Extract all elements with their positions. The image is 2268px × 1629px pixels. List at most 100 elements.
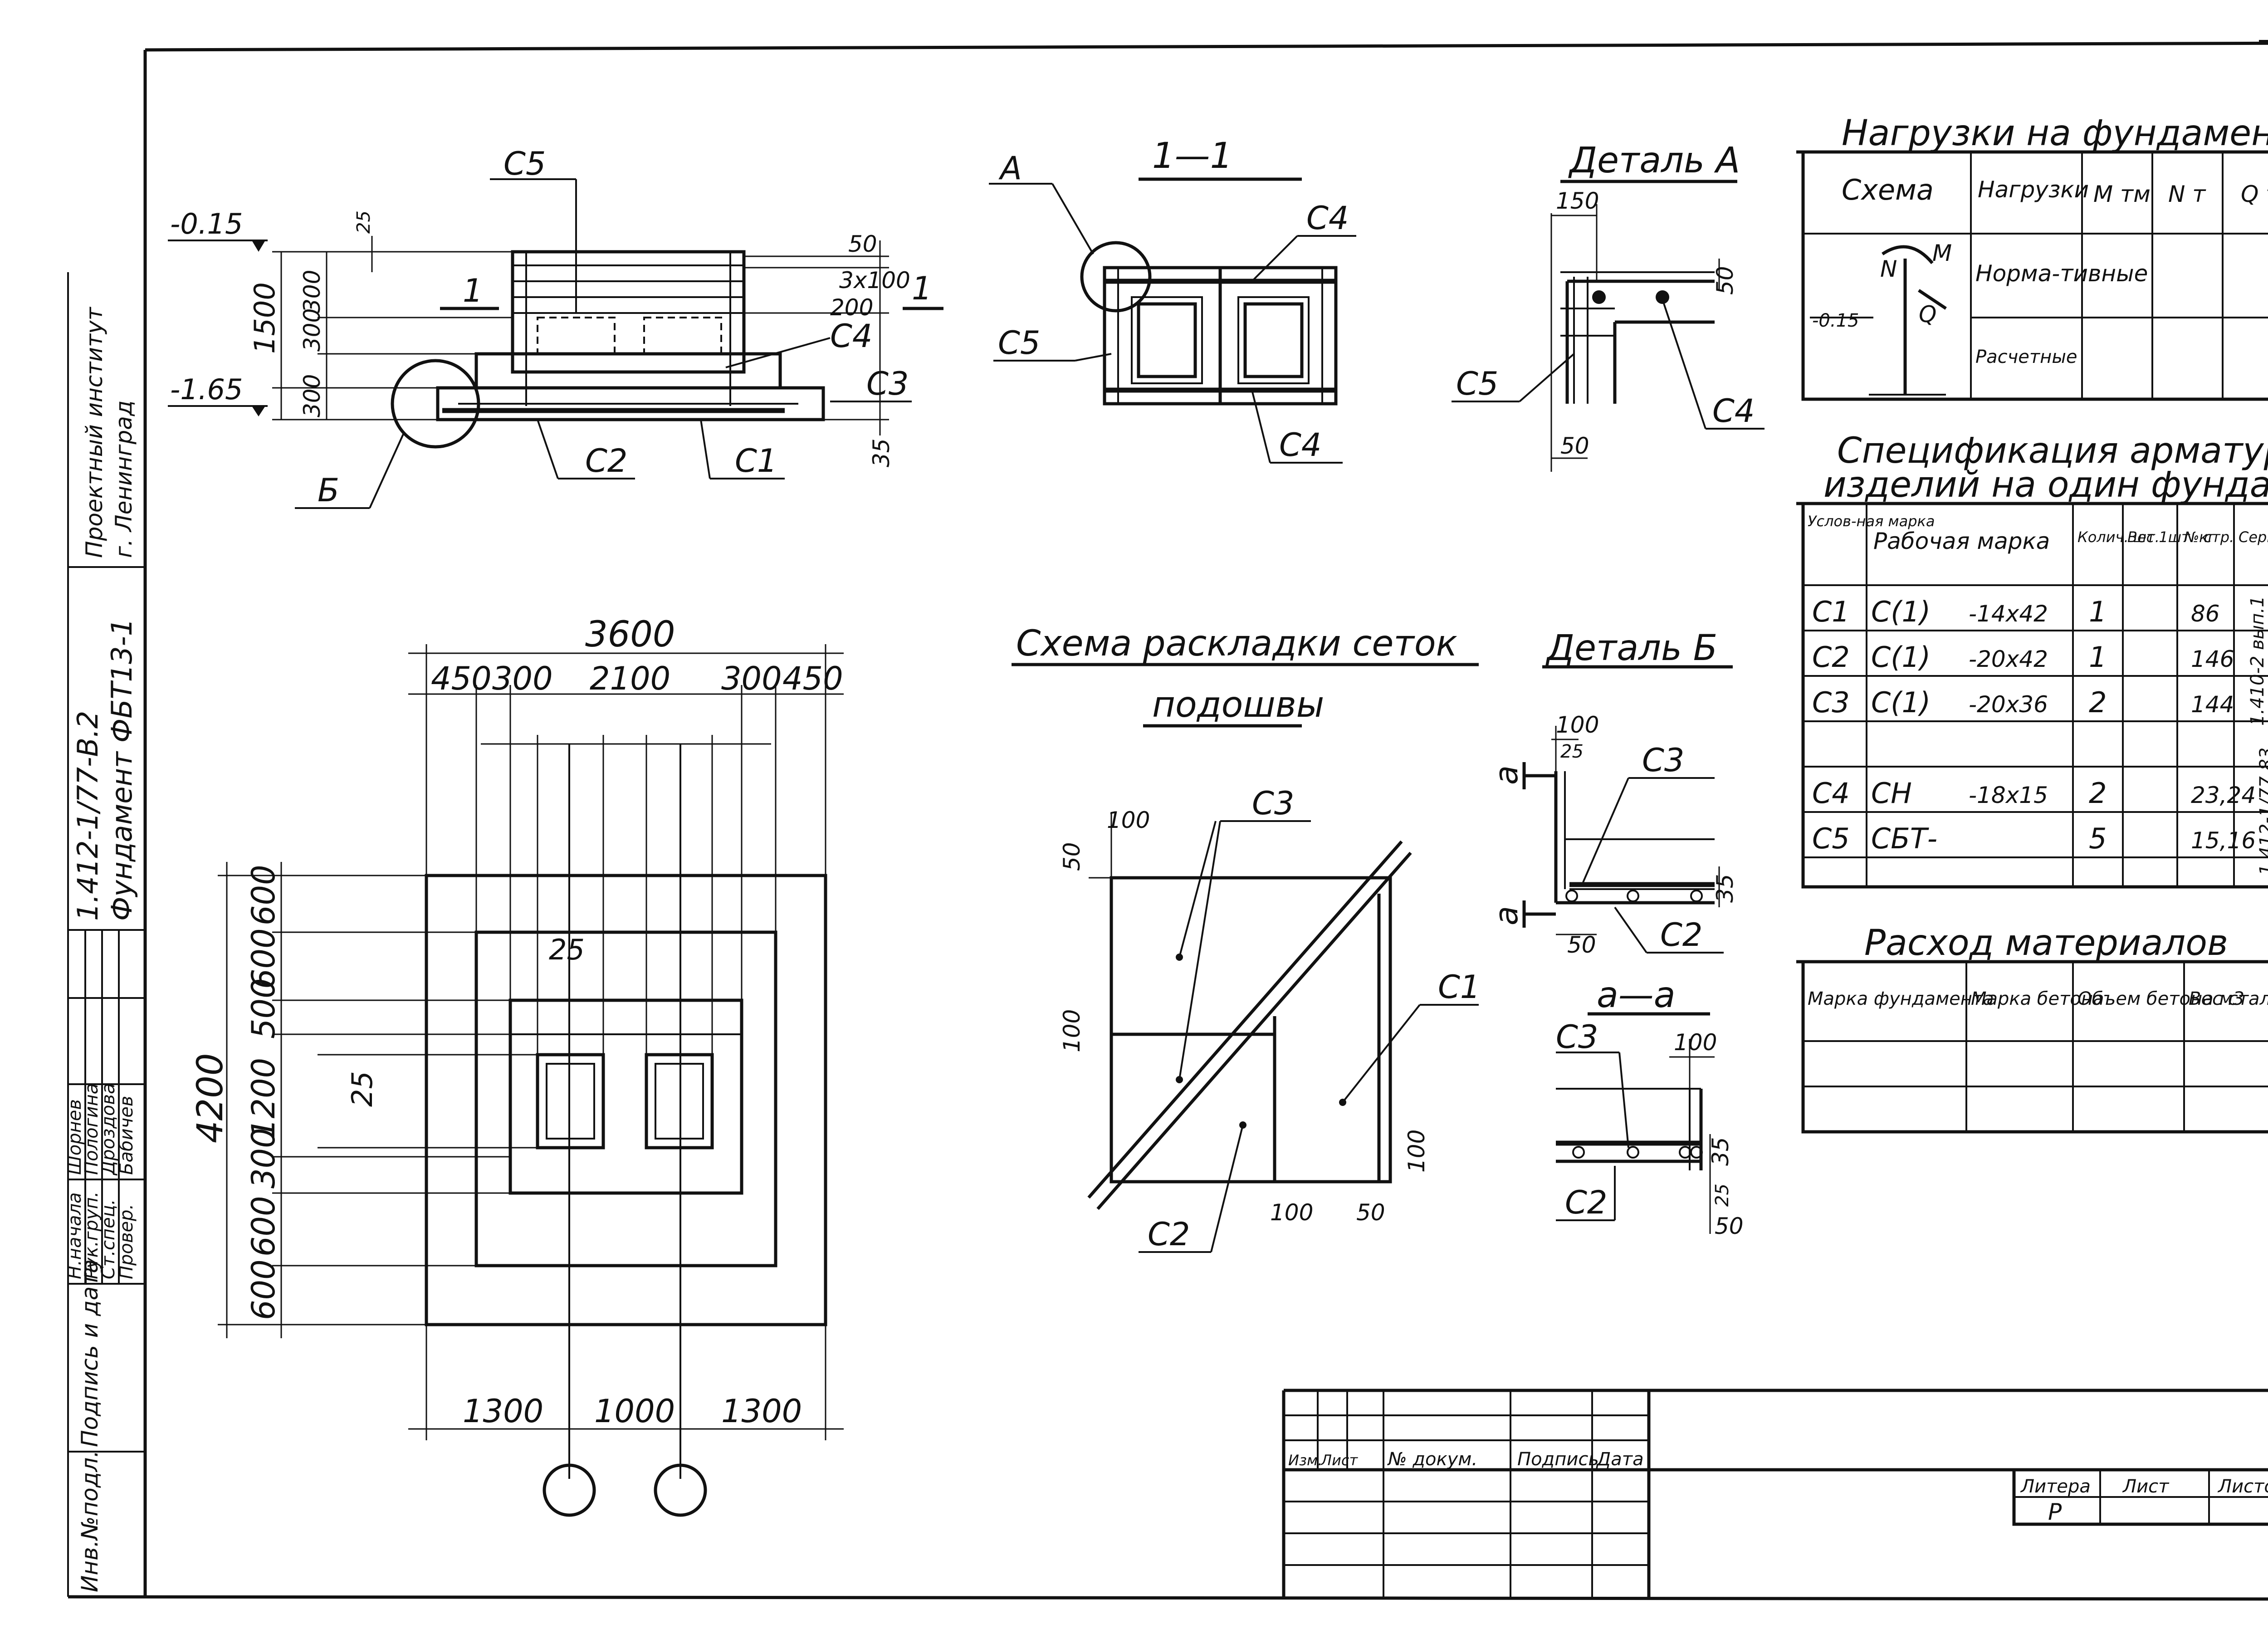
dim-300c: 300 — [299, 374, 325, 417]
section-a-a-dim-50: 50 — [1715, 1213, 1744, 1239]
mesh-dim-100-left: 100 — [1059, 1009, 1085, 1052]
section-a-a-label-c3: С3 — [1556, 1018, 1598, 1056]
detail-b-dim-100: 100 — [1556, 712, 1599, 738]
name-4: Бабичев — [116, 1096, 137, 1175]
mesh-title-2: подошвы — [1152, 685, 1324, 725]
name-2: Пологина — [81, 1083, 102, 1175]
scheme-label-q: Q — [1919, 301, 1936, 328]
svg-text:С(1): С(1) — [1871, 641, 1931, 674]
detail-b-cut-bottom: а — [1488, 906, 1525, 925]
cut-mark-right: 1 — [912, 270, 932, 307]
detail-a-label-c5: С5 — [1456, 365, 1498, 402]
materials-table: Расход материалов Марка фундамента Марка… — [1796, 923, 2268, 1134]
sheet-frame: 61 — [68, 40, 2268, 1601]
side-stamp: Проектный институт г. Ленинград 1.412-1/… — [64, 272, 145, 1597]
mesh-dim-100-top: 100 — [1107, 807, 1150, 833]
dim-1500: 1500 — [248, 282, 281, 354]
section-a-a-dim-25: 25 — [1712, 1184, 1733, 1207]
plan-dim-1300-right: 1300 — [721, 1393, 802, 1430]
plan-dim-500: 500 — [245, 978, 282, 1039]
detail-b-cut-top: а — [1488, 765, 1525, 785]
spec-header-cond: Услов-ная марка — [1808, 513, 1935, 530]
plan-dim-300-right: 300 — [721, 660, 782, 697]
org-line2: г. Ленинград — [111, 400, 137, 558]
plan-dim-25-top: 25 — [549, 933, 585, 966]
loads-table-title: Нагрузки на фундамент — [1842, 113, 2268, 154]
detail-a-dim-50-bottom: 50 — [1560, 433, 1589, 459]
materials-header-steel: Вес стали кг — [2189, 988, 2268, 1009]
mesh-label-c3: С3 — [1252, 785, 1294, 822]
svg-text:-20x36: -20x36 — [1969, 691, 2048, 718]
svg-text:23,24: 23,24 — [2191, 782, 2256, 808]
dim-3x100: 3x100 — [839, 267, 910, 294]
spec-header-qty: Колич. шт. — [2077, 528, 2160, 546]
svg-text:86: 86 — [2191, 601, 2220, 627]
mesh-label-c2: С2 — [1148, 1216, 1190, 1253]
plan-dim-450-right: 450 — [782, 660, 843, 697]
title-col-doc: № докум. — [1387, 1449, 1477, 1470]
svg-text:С4: С4 — [1812, 777, 1850, 810]
detail-b: Деталь Б а а 100 25 35 50 С3 С2 — [1488, 628, 1738, 958]
section-a-a-label-c2: С2 — [1565, 1184, 1607, 1221]
scheme-level: -0.15 — [1812, 310, 1859, 331]
svg-text:-20x42: -20x42 — [1969, 646, 2048, 672]
svg-text:146: 146 — [2191, 646, 2234, 672]
materials-header-mark: Марка фундамента — [1808, 988, 1994, 1009]
inventory-column: Инв.№подл. — [77, 1450, 103, 1592]
title-col-izm: Изм. — [1288, 1452, 1322, 1469]
title-litera: Литера — [2020, 1476, 2091, 1497]
title-sheets: Листов — [2217, 1476, 2268, 1497]
mesh-title-1: Схема раскладки сеток — [1016, 623, 1457, 664]
spec-series-2: 1.412-1/77.83 — [2256, 748, 2268, 876]
detail-a-label-c4: С4 — [1712, 392, 1755, 430]
detail-a: Деталь А 150 50 50 С5 С4 — [1452, 140, 1765, 472]
svg-text:2: 2 — [2089, 686, 2107, 719]
level-top: -0.15 — [170, 207, 243, 240]
cut-mark-left: 1 — [463, 272, 483, 309]
role-4: Провер. — [116, 1204, 137, 1279]
svg-text:С(1): С(1) — [1871, 686, 1931, 719]
loads-header-loads: Нагрузки — [1978, 176, 2089, 203]
svg-text:1: 1 — [2089, 595, 2107, 628]
plan-dim-1200: 1200 — [245, 1058, 282, 1139]
section-a-a-title: а—а — [1597, 975, 1676, 1016]
signature-column: Подпись и дата — [77, 1259, 103, 1447]
series-code: 1.412-1/77-В.2 — [71, 711, 104, 921]
side-view: С5 -0.15 -1.65 1500 300 300 300 25 50 3x… — [168, 145, 943, 509]
role-2: Рук.груп. — [81, 1191, 102, 1279]
mesh-scheme: Схема раскладки сеток подошвы 100 50 100… — [1012, 623, 1480, 1253]
dim-25-top: 25 — [353, 210, 374, 234]
plan-dim-450-left: 450 — [431, 660, 492, 697]
plan-dim-2100: 2100 — [590, 660, 670, 697]
plan-view: 3600 450 300 2100 300 450 4200 600 600 5… — [190, 614, 844, 1517]
svg-text:С2: С2 — [1812, 641, 1850, 674]
mesh-dim-100-bottom: 100 — [1270, 1199, 1313, 1226]
detail-b-title: Деталь Б — [1545, 628, 1717, 669]
title-col-sign: Подпись — [1517, 1449, 1599, 1470]
spec-title-1: Спецификация арматурных — [1837, 430, 2268, 471]
svg-text:С3: С3 — [1812, 686, 1850, 719]
label-c4-bottom: С4 — [1279, 426, 1321, 464]
spec-row: С3 С(1) -20x36 2 144 — [1812, 686, 2234, 719]
svg-text:-18x15: -18x15 — [1969, 782, 2048, 808]
plan-dim-600-b: 600 — [245, 928, 282, 989]
spec-header-work: Рабочая марка — [1873, 528, 2050, 554]
loads-row-normative: Норма-тивные — [1975, 260, 2148, 287]
mesh-label-c1: С1 — [1438, 969, 1480, 1006]
spec-header-series: Серия, выпуск — [2239, 528, 2268, 546]
svg-text:СБТ-: СБТ- — [1871, 822, 1937, 855]
loads-header-scheme: Схема — [1842, 173, 1934, 206]
name-1: Шорнев — [64, 1099, 85, 1175]
plan-dim-600-d: 600 — [245, 1259, 282, 1320]
section-a-a-dim-100: 100 — [1674, 1029, 1717, 1056]
plan-dim-1300-left: 1300 — [463, 1393, 543, 1430]
dim-300a: 300 — [299, 270, 325, 313]
dim-50-right: 50 — [848, 231, 877, 257]
name-3: Дроздова — [98, 1083, 119, 1176]
materials-header-concrete: Марка бетона — [1971, 988, 2104, 1009]
label-detail-b-ref: Б — [318, 472, 339, 509]
spec-row: С1 С(1) -14x42 1 86 — [1812, 595, 2220, 628]
label-c1: С1 — [735, 442, 777, 479]
detail-b-label-c3: С3 — [1642, 742, 1684, 779]
